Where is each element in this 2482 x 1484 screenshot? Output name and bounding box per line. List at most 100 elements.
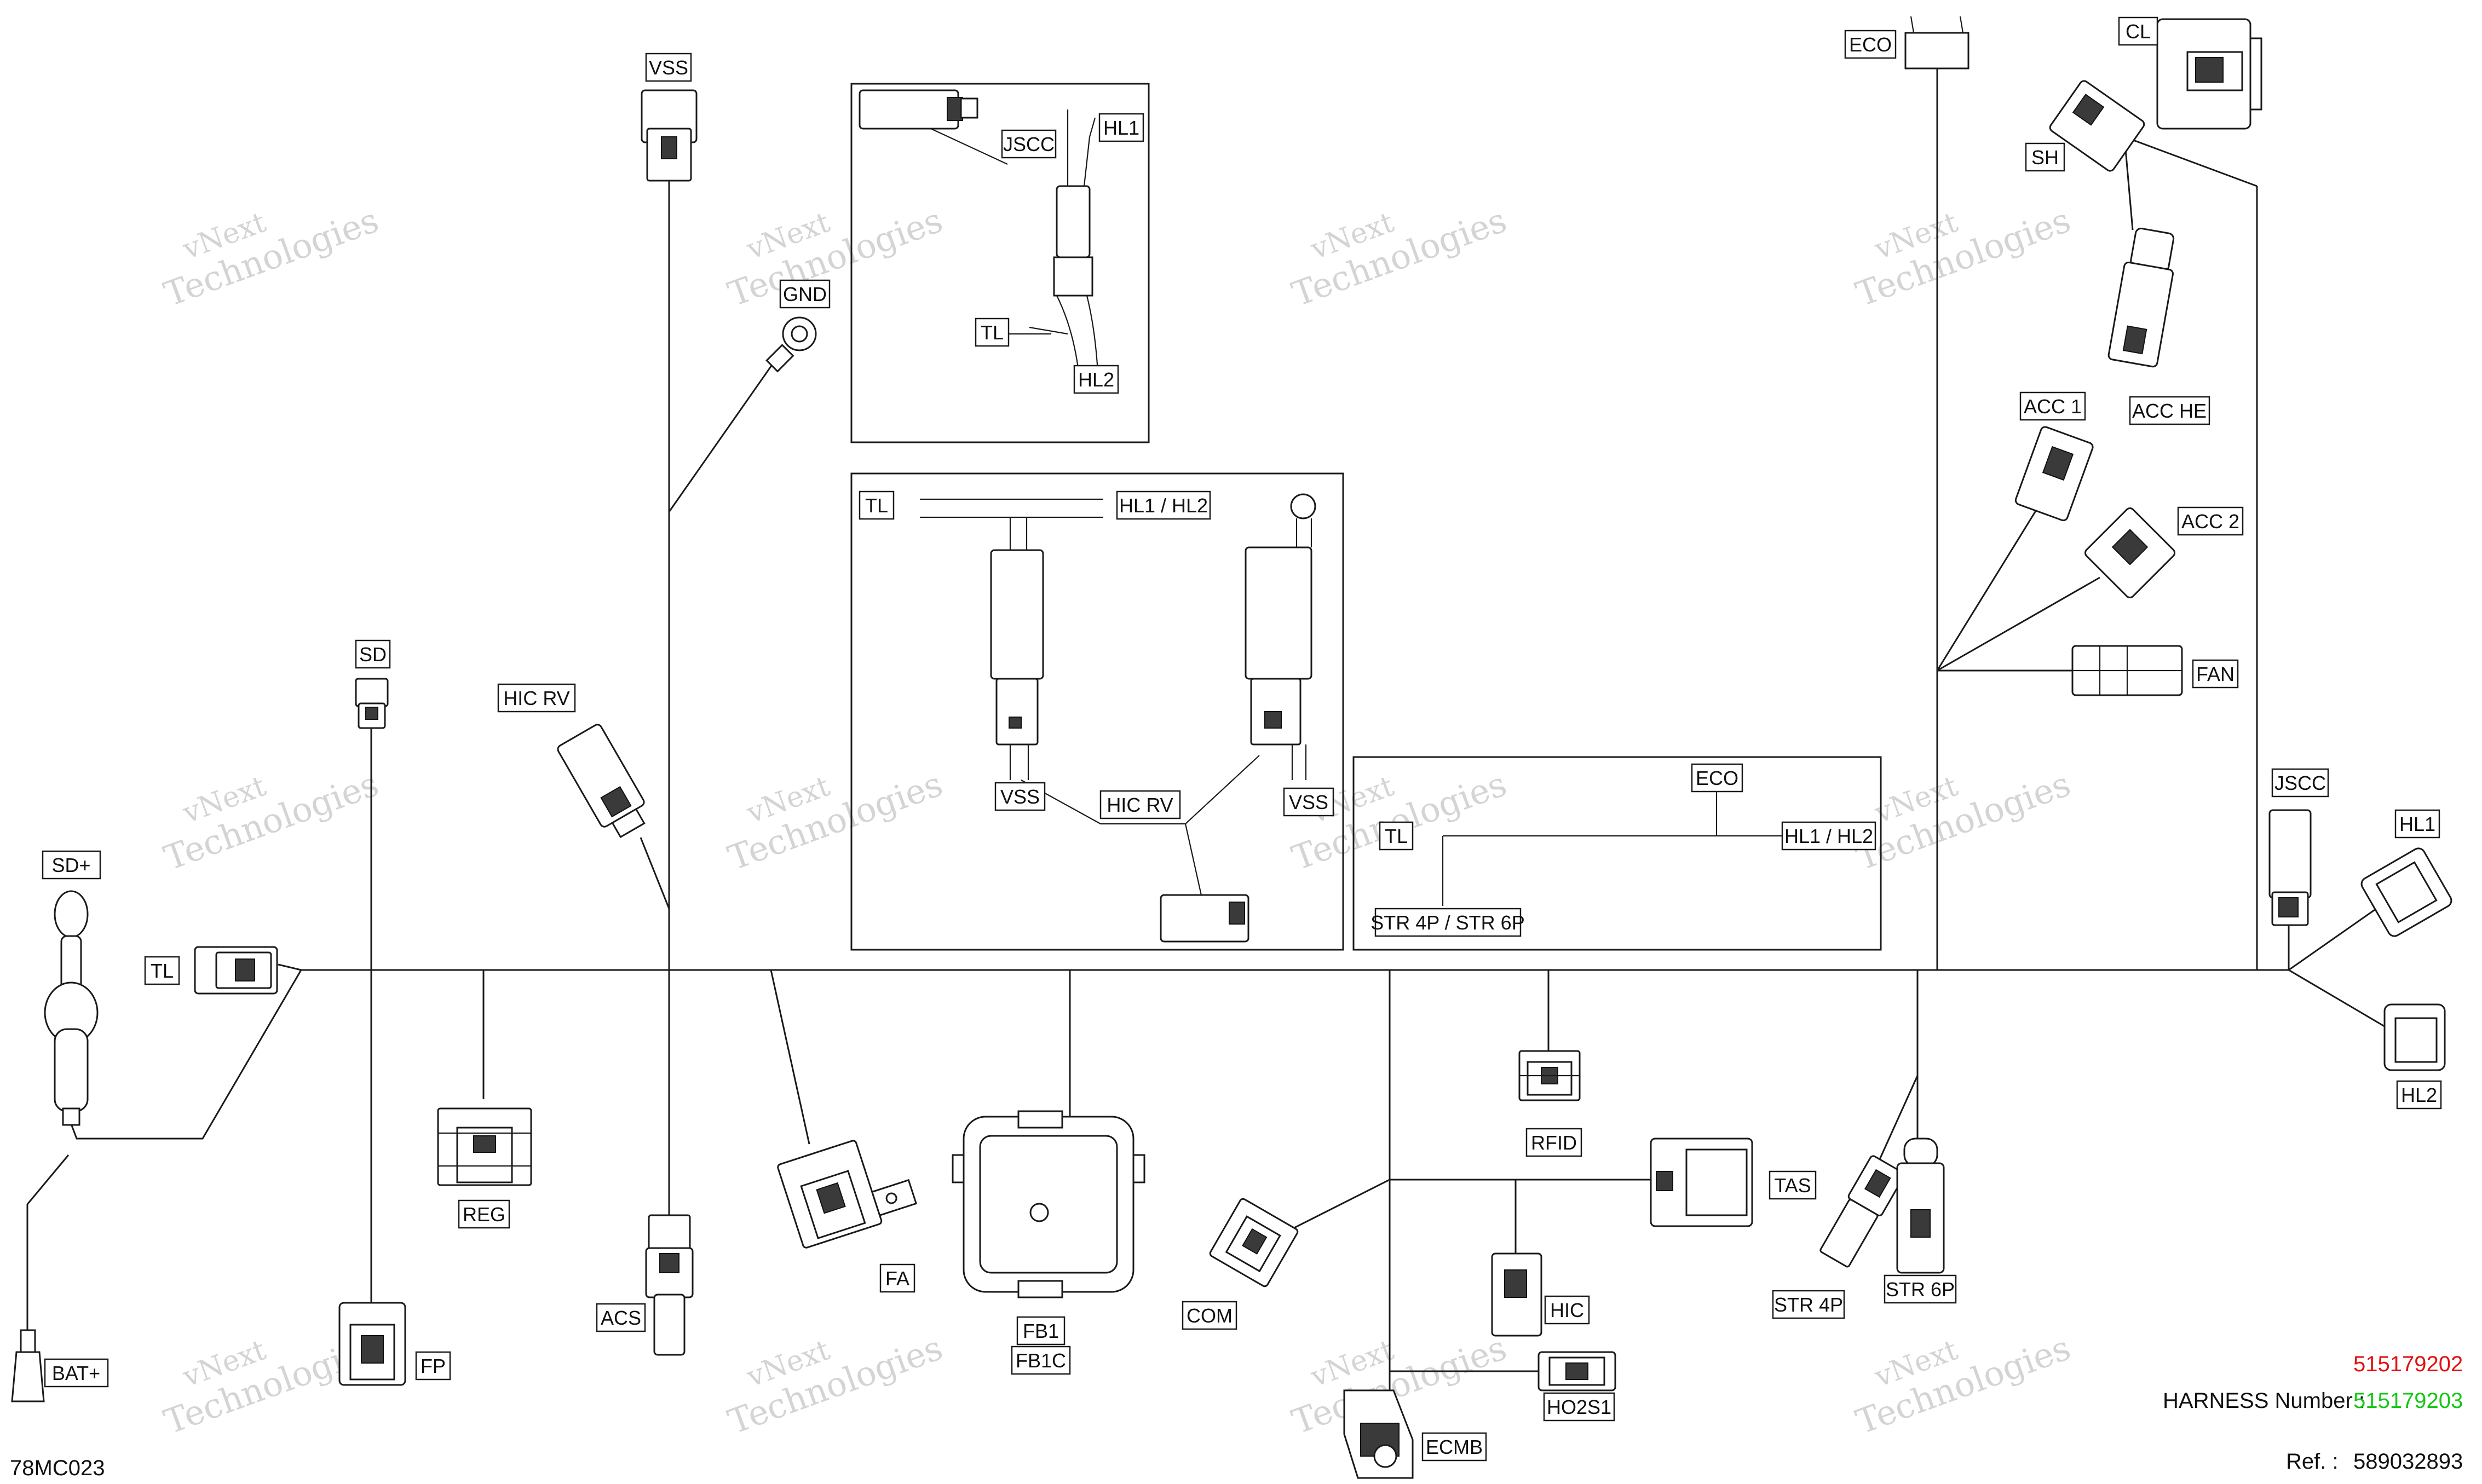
sh-connector <box>2049 80 2145 172</box>
label-bat-plus: BAT+ <box>44 1358 109 1388</box>
inset-tl-vss-detail <box>850 472 1344 951</box>
svg-text:SH: SH <box>2031 146 2059 169</box>
connector-labels: VSS GND SD HIC RV SD+ TL REG FP BAT+ ACS… <box>42 16 2442 1462</box>
hic-connector <box>1491 1252 1542 1337</box>
com-connector <box>1209 1198 1299 1287</box>
acc1-connector <box>2014 426 2094 522</box>
svg-text:HL1: HL1 <box>2399 813 2435 835</box>
ecmb-connector <box>1343 1389 1414 1479</box>
fb1-fusebox <box>952 1110 1145 1298</box>
svg-text:VSS: VSS <box>1000 786 1040 808</box>
svg-text:JSCC: JSCC <box>2274 772 2326 794</box>
svg-text:FA: FA <box>885 1267 909 1290</box>
svg-text:HIC RV: HIC RV <box>503 687 569 709</box>
label-jscc: JSCC <box>2271 768 2329 798</box>
watermark: Technologies vNext <box>1851 200 2076 314</box>
reg-connector <box>437 1107 532 1186</box>
label-hl1: HL1 <box>2394 809 2440 839</box>
tas-connector <box>1650 1137 1753 1227</box>
acc-he-connector <box>2107 227 2175 368</box>
svg-text:SD: SD <box>359 643 387 666</box>
inset2-label-vss-right: VSS <box>1283 787 1334 817</box>
svg-text:TAS: TAS <box>1774 1174 1811 1197</box>
wire-acc1 <box>1936 509 2038 671</box>
wire-sh <box>2124 136 2258 187</box>
wire-hl1 <box>2288 908 2377 971</box>
svg-text:ACC 2: ACC 2 <box>2181 510 2239 533</box>
acc2-connector <box>2084 507 2176 599</box>
inset3-label-str: STR 4P / STR 6P <box>1370 908 1525 937</box>
svg-text:BAT+: BAT+ <box>52 1362 100 1384</box>
watermark: Technologies vNext <box>723 764 948 878</box>
str4p-connector <box>1819 1155 1905 1268</box>
label-sd-plus: SD+ <box>42 850 101 880</box>
connectors <box>11 16 2452 1479</box>
wire-acc2 <box>1937 576 2100 672</box>
inset3-label-tl: TL <box>1379 821 1414 851</box>
svg-text:HL1 / HL2: HL1 / HL2 <box>1784 825 1873 847</box>
label-acc-he: ACC HE <box>2129 396 2210 425</box>
label-sh: SH <box>2025 142 2065 172</box>
svg-text:FP: FP <box>421 1355 446 1377</box>
label-str6p: STR 6P <box>1884 1274 1957 1304</box>
wire-sd-plus <box>67 969 302 1140</box>
label-acc1: ACC 1 <box>2019 391 2086 421</box>
sd-connector <box>355 678 389 729</box>
svg-text:REG: REG <box>463 1203 505 1226</box>
label-str4p: STR 4P <box>1772 1290 1845 1319</box>
label-acc2: ACC 2 <box>2177 506 2244 536</box>
svg-text:ECO: ECO <box>1696 767 1738 789</box>
label-acs: ACS <box>596 1303 646 1332</box>
ho2s1-connector <box>1537 1351 1616 1391</box>
label-fa: FA <box>879 1263 915 1293</box>
hl1-connector <box>2360 847 2452 937</box>
hl2-connector <box>2383 1003 2446 1071</box>
svg-text:JSCC: JSCC <box>1003 133 1055 155</box>
svg-text:HL1 / HL2: HL1 / HL2 <box>1119 494 1208 517</box>
svg-text:SD+: SD+ <box>51 854 90 876</box>
label-eco: ECO <box>1844 30 1897 59</box>
wire-str4p <box>1878 1075 1919 1161</box>
inset-eco-str-detail <box>1352 756 1882 951</box>
svg-text:TL: TL <box>865 494 888 517</box>
vss-connector <box>641 89 698 182</box>
svg-text:STR 6P: STR 6P <box>1886 1278 1955 1301</box>
label-fp: FP <box>415 1351 451 1381</box>
wire-hl2 <box>2288 969 2385 1027</box>
label-com: COM <box>1182 1301 1237 1330</box>
harness-number-label: HARNESS Number : <box>2163 1389 2365 1413</box>
label-tl: TL <box>144 956 180 985</box>
svg-text:TL: TL <box>151 960 174 982</box>
footer: 78MC023 515179202 HARNESS Number : 51517… <box>10 1352 2463 1480</box>
inset-jscc-detail <box>850 83 1150 443</box>
label-rfid: RFID <box>1525 1128 1582 1157</box>
svg-text:HL1: HL1 <box>1103 117 1139 139</box>
label-cl: CL <box>2118 16 2158 46</box>
svg-text:HL2: HL2 <box>1078 368 1114 391</box>
inset3-label-eco: ECO <box>1691 763 1743 793</box>
wire-bat-plus <box>26 1154 70 1330</box>
label-ecmb: ECMB <box>1421 1432 1487 1462</box>
svg-text:COM: COM <box>1187 1304 1233 1327</box>
svg-text:ACC 1: ACC 1 <box>2024 395 2082 418</box>
svg-text:ACC HE: ACC HE <box>2132 400 2207 422</box>
inset2-label-hic-rv: HIC RV <box>1099 790 1181 819</box>
svg-text:HL2: HL2 <box>2401 1084 2437 1106</box>
harness-number-green: 515179203 <box>2353 1389 2463 1413</box>
svg-text:CL: CL <box>2126 20 2151 43</box>
label-sd: SD <box>355 639 391 669</box>
sd-plus-terminal <box>44 890 99 1126</box>
hic-rv-connector <box>557 724 646 839</box>
inset2-label-vss-left: VSS <box>994 782 1046 811</box>
inset2-label-hl1-hl2: HL1 / HL2 <box>1116 490 1211 520</box>
watermark: Technologies vNext <box>1287 200 1512 314</box>
label-hl2: HL2 <box>2396 1080 2442 1110</box>
bat-plus-terminal <box>11 1329 45 1402</box>
fp-connector <box>338 1302 406 1386</box>
svg-text:ECO: ECO <box>1849 33 1892 56</box>
tl-connector <box>194 946 278 995</box>
wire-hic-rv <box>640 837 670 909</box>
watermark: Technologies vNext <box>159 764 384 878</box>
svg-text:STR 4P / STR 6P: STR 4P / STR 6P <box>1370 911 1524 934</box>
